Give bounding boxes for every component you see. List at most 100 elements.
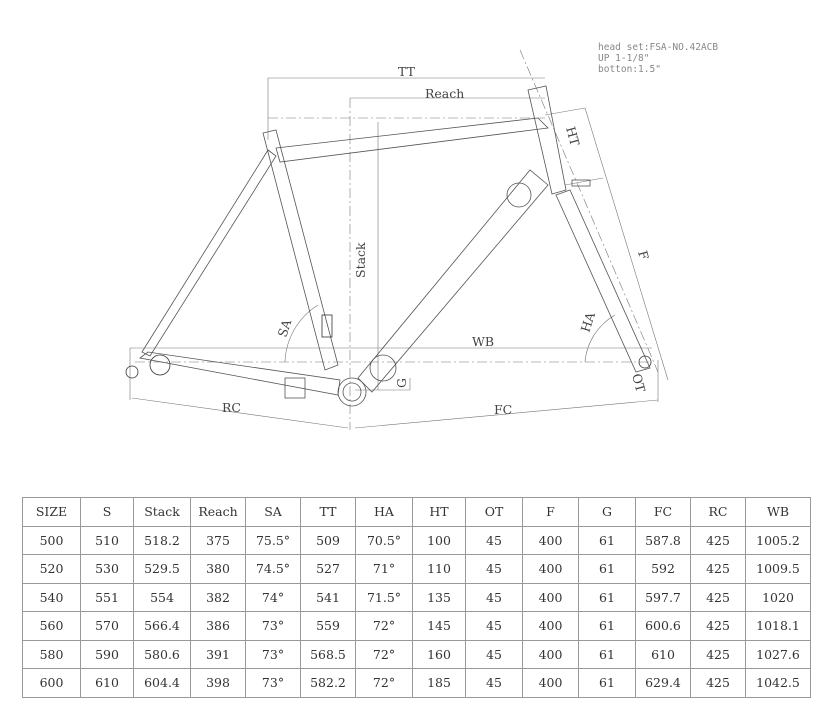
label-sa: SA (275, 317, 295, 339)
frame (125, 85, 652, 407)
table-cell: 73° (245, 611, 301, 641)
table-cell: 587.8 (635, 525, 691, 555)
table-cell: 600.6 (635, 611, 691, 641)
table-cell: 100 (412, 525, 466, 555)
table-cell: F (522, 497, 579, 527)
label-rc: RC (222, 400, 241, 415)
table-cell: 610 (635, 639, 691, 669)
table-cell: 73° (245, 668, 301, 698)
table-cell: HA (355, 497, 413, 527)
table-cell: 160 (412, 639, 466, 669)
table-cell: 600 (22, 668, 81, 698)
table-cell: 570 (80, 611, 134, 641)
table-cell: FC (635, 497, 691, 527)
table-cell: 425 (690, 668, 746, 698)
table-cell: 45 (465, 525, 523, 555)
table-cell: OT (465, 497, 523, 527)
table-cell: 568.5 (300, 639, 356, 669)
table-cell: 45 (465, 611, 523, 641)
table-cell: 72° (355, 611, 413, 641)
upper-bearing-text: UP 1-1/8" (598, 53, 650, 64)
table-cell: 45 (465, 668, 523, 698)
table-cell: 527 (300, 554, 356, 584)
table-cell: 71° (355, 554, 413, 584)
table-cell: G (578, 497, 636, 527)
table-cell: WB (745, 497, 811, 527)
table-cell: 61 (578, 525, 636, 555)
table-cell: 61 (578, 668, 636, 698)
table-cell: 541 (300, 582, 356, 612)
table-cell: 566.4 (133, 611, 191, 641)
table-cell: 70.5° (355, 525, 413, 555)
table-cell: S (80, 497, 134, 527)
table-cell: 1018.1 (745, 611, 811, 641)
table-cell: 1027.6 (745, 639, 811, 669)
label-tt: TT (398, 64, 416, 79)
table-cell: 400 (522, 611, 579, 641)
table-cell: TT (300, 497, 356, 527)
table-cell: 592 (635, 554, 691, 584)
lower-bearing-text: botton:1.5" (598, 64, 661, 75)
table-cell: 110 (412, 554, 466, 584)
table-cell: 629.4 (635, 668, 691, 698)
table-cell: 400 (522, 525, 579, 555)
table-cell: 559 (300, 611, 356, 641)
table-cell: 391 (190, 639, 246, 669)
table-cell: 61 (578, 611, 636, 641)
table-cell: 61 (578, 554, 636, 584)
table-cell: 597.7 (635, 582, 691, 612)
table-cell: 72° (355, 668, 413, 698)
label-reach: Reach (425, 86, 464, 101)
table-cell: 580 (22, 639, 81, 669)
table-cell: 425 (690, 554, 746, 584)
table-cell: 604.4 (133, 668, 191, 698)
table-cell: 382 (190, 582, 246, 612)
table-cell: 386 (190, 611, 246, 641)
label-fc: FC (494, 402, 512, 417)
table-cell: 400 (522, 554, 579, 584)
table-cell: 375 (190, 525, 246, 555)
label-ha: HA (578, 309, 599, 334)
table-cell: 554 (133, 582, 191, 612)
table-cell: 72° (355, 639, 413, 669)
headset-note: head set:FSA-NO.42ACB UP 1-1/8" botton:1… (598, 42, 718, 75)
table-cell: 509 (300, 525, 356, 555)
table-cell: 45 (465, 554, 523, 584)
label-stack: Stack (353, 242, 368, 278)
table-cell: 425 (690, 639, 746, 669)
table-cell: 518.2 (133, 525, 191, 555)
table-cell: 560 (22, 611, 81, 641)
table-cell: SIZE (22, 497, 81, 527)
table-cell: 145 (412, 611, 466, 641)
headset-text: head set:FSA-NO.42ACB (598, 42, 719, 53)
table-cell: 185 (412, 668, 466, 698)
table-cell: 582.2 (300, 668, 356, 698)
table-cell: 1042.5 (745, 668, 811, 698)
table-cell: 400 (522, 639, 579, 669)
table-cell: 45 (465, 582, 523, 612)
table-cell: 400 (522, 582, 579, 612)
table-cell: 400 (522, 668, 579, 698)
label-g: G (394, 378, 409, 388)
label-wb: WB (472, 334, 494, 349)
table-cell: Reach (190, 497, 246, 527)
label-ht: HT (563, 125, 583, 148)
table-cell: 520 (22, 554, 81, 584)
table-cell: 590 (80, 639, 134, 669)
table-cell: RC (690, 497, 746, 527)
table-cell: 61 (578, 582, 636, 612)
table-cell: 74.5° (245, 554, 301, 584)
table-cell: 530 (80, 554, 134, 584)
table-cell: 425 (690, 611, 746, 641)
table-cell: 74° (245, 582, 301, 612)
label-ot: OT (629, 372, 648, 394)
table-cell: 61 (578, 639, 636, 669)
table-cell: 540 (22, 582, 81, 612)
